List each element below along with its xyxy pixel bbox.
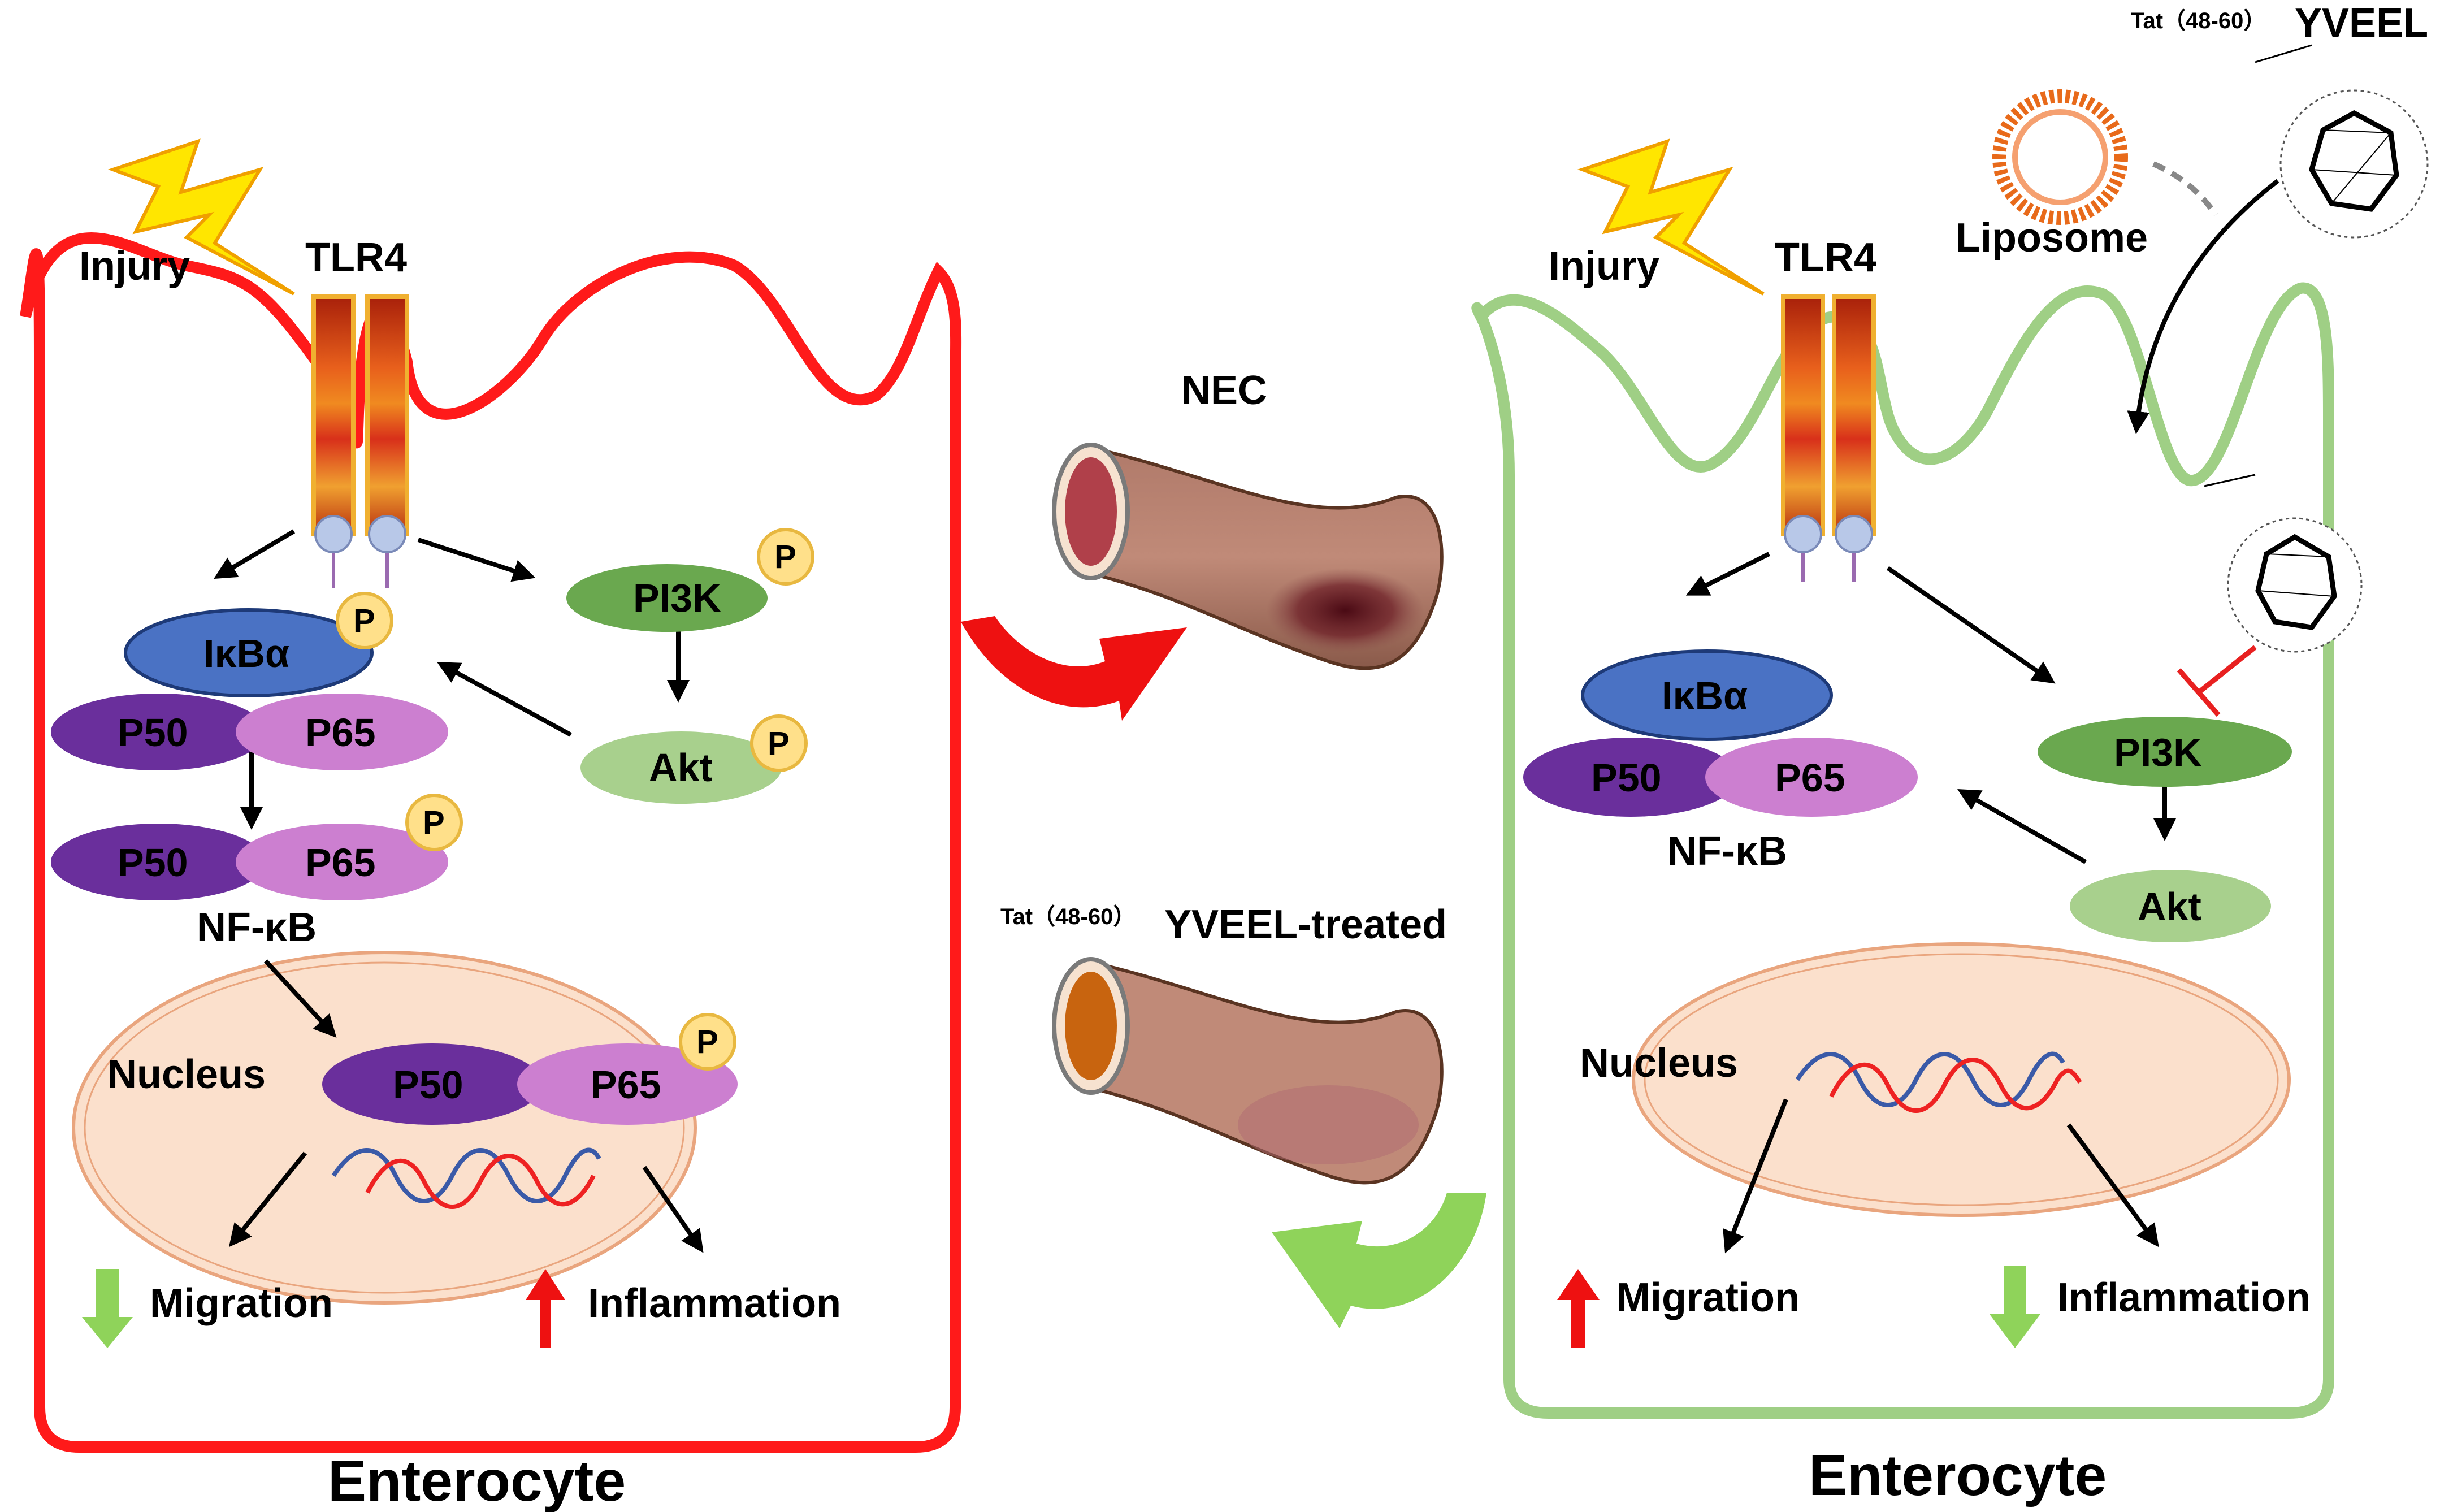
left-nuclear-p50-node — [322, 1043, 543, 1125]
right-nucleus-label: Nucleus — [1580, 1041, 1738, 1086]
left-nucleus-label: Nucleus — [107, 1052, 266, 1097]
left-ikba-node — [124, 608, 374, 697]
left-nuclear-p65-phospho-label: P — [696, 1024, 718, 1060]
right-p65-label: P65 — [1775, 756, 1845, 800]
left-inflammation-label: Inflammation — [588, 1281, 841, 1326]
right-arrows — [1685, 552, 2176, 1254]
peptide-entry-arrow — [2127, 179, 2279, 434]
left-injury-lightning-icon — [108, 138, 295, 296]
right-inflammation-down-arrow-icon — [1990, 1266, 2040, 1348]
right-pi3k-label: PI3K — [2114, 730, 2202, 774]
right-nfkb-label: NF-κB — [1667, 829, 1787, 874]
red-curved-arrow-icon — [961, 616, 1187, 721]
right-migration-up-arrow-icon — [1557, 1269, 1600, 1348]
left-ikba-phospho-badge — [336, 592, 393, 649]
treated-prefix-label: Tat（48-60） — [1000, 904, 1136, 929]
left-migration-label: Migration — [150, 1281, 333, 1326]
left-pi3k-node — [566, 564, 768, 632]
right-injury-label: Injury — [1549, 244, 1659, 289]
right-cell-membrane — [1471, 282, 2334, 1419]
right-akt-label: Akt — [2138, 885, 2201, 929]
left-enterocyte-title: Enterocyte — [328, 1449, 626, 1512]
left-nuclear-p65-phospho-badge — [679, 1013, 736, 1071]
left-akt-label: Akt — [649, 746, 713, 790]
nec-label: NEC — [1181, 368, 1267, 413]
left-tlr4-label: TLR4 — [305, 235, 407, 280]
right-p65-node — [1705, 738, 1918, 817]
nec-intestine-image — [1052, 443, 1444, 670]
left-injury-label: Injury — [79, 244, 190, 289]
left-tlr4-receptor — [311, 294, 409, 588]
left-ikba-label: IκBα — [203, 631, 289, 675]
right-inflammation-label: Inflammation — [2057, 1275, 2311, 1320]
left-p50-node — [51, 694, 266, 770]
left-p65-label: P65 — [305, 710, 376, 755]
left-free-p65-node — [236, 824, 448, 900]
left-migration-down-arrow-icon — [82, 1269, 133, 1348]
pi3k-inhibition-bar-icon — [2177, 645, 2257, 717]
left-nfkb-label: NF-κB — [197, 905, 317, 950]
left-free-p65-phospho-label: P — [423, 804, 445, 841]
liposome-icon — [1992, 89, 2128, 225]
left-pi3k-phospho-label: P — [774, 539, 796, 575]
right-dna-helix-icon — [1795, 1051, 2082, 1113]
liposome-dashed-arrow — [2152, 161, 2218, 216]
left-arrows — [214, 529, 704, 1253]
helical-wheel-top-icon — [2255, 44, 2429, 239]
left-nuclear-p65-label: P65 — [591, 1063, 661, 1107]
right-ikba-node — [1581, 649, 1833, 741]
right-enterocyte — [1471, 282, 2334, 1419]
right-injury-lightning-icon — [1577, 138, 1765, 296]
green-curved-arrow-icon — [1272, 1193, 1486, 1328]
left-dna-helix-icon — [331, 1147, 601, 1209]
left-enterocyte — [20, 232, 962, 1453]
left-free-p50-label: P50 — [118, 841, 188, 885]
right-enterocyte-title: Enterocyte — [1809, 1443, 2107, 1507]
treated-label: YVEEL-treated — [1164, 902, 1447, 947]
left-pi3k-phospho-badge — [757, 528, 814, 586]
right-pi3k-node — [2038, 717, 2292, 787]
liposome-label: Liposome — [1956, 215, 2148, 261]
right-migration-label: Migration — [1616, 1275, 1800, 1320]
right-nucleus — [1632, 942, 2291, 1217]
right-akt-node — [2070, 870, 2271, 942]
left-inflammation-up-arrow-icon — [526, 1269, 565, 1348]
right-p50-label: P50 — [1591, 756, 1662, 800]
left-p65-node — [236, 694, 448, 770]
left-akt-phospho-label: P — [768, 725, 790, 762]
left-free-p65-label: P65 — [305, 841, 376, 885]
right-ikba-label: IκBα — [1662, 674, 1748, 718]
left-free-p65-phospho-badge — [405, 794, 463, 851]
left-p50-label: P50 — [118, 710, 188, 755]
yveel-label: YVEEL — [2295, 1, 2428, 46]
helical-wheel-inhibitor-icon — [2204, 474, 2363, 653]
left-cell-membrane — [20, 232, 962, 1453]
treated-intestine-image — [1052, 957, 1444, 1185]
right-tlr4-label: TLR4 — [1775, 235, 1876, 280]
left-akt-phospho-badge — [750, 714, 808, 772]
left-pi3k-label: PI3K — [633, 576, 721, 620]
left-ikba-phospho-label: P — [353, 603, 375, 639]
left-akt-node — [580, 731, 782, 804]
left-nucleus — [72, 951, 697, 1305]
right-tlr4-receptor — [1781, 294, 1876, 582]
left-nuclear-p50-label: P50 — [393, 1063, 463, 1107]
left-free-p50-node — [51, 824, 266, 900]
right-p50-node — [1523, 738, 1738, 817]
tat-prefix-label: Tat（48-60） — [2131, 8, 2266, 33]
left-nuclear-p65-node — [517, 1043, 738, 1125]
